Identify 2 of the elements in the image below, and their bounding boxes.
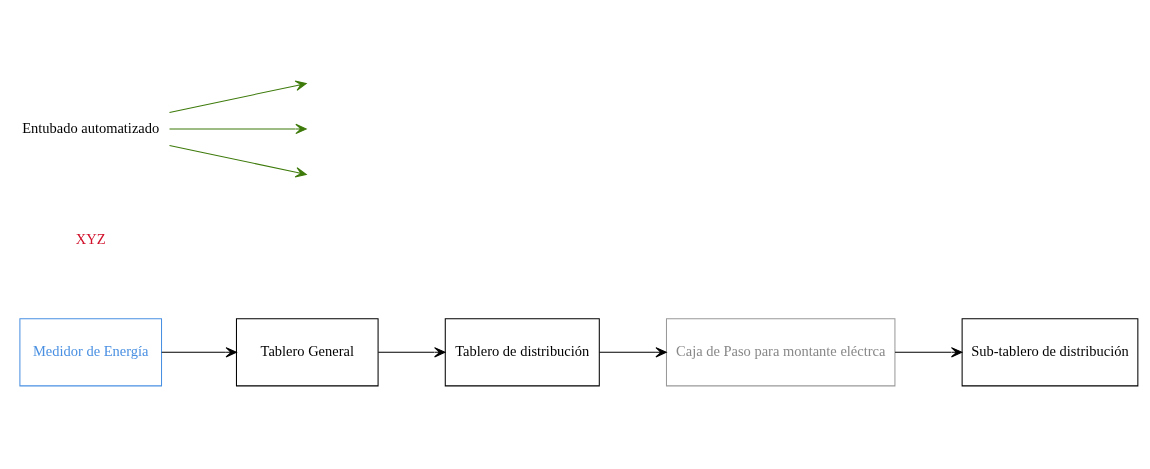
node-text: Entubado automatizado [22,119,160,136]
label: XYZ [75,231,106,248]
